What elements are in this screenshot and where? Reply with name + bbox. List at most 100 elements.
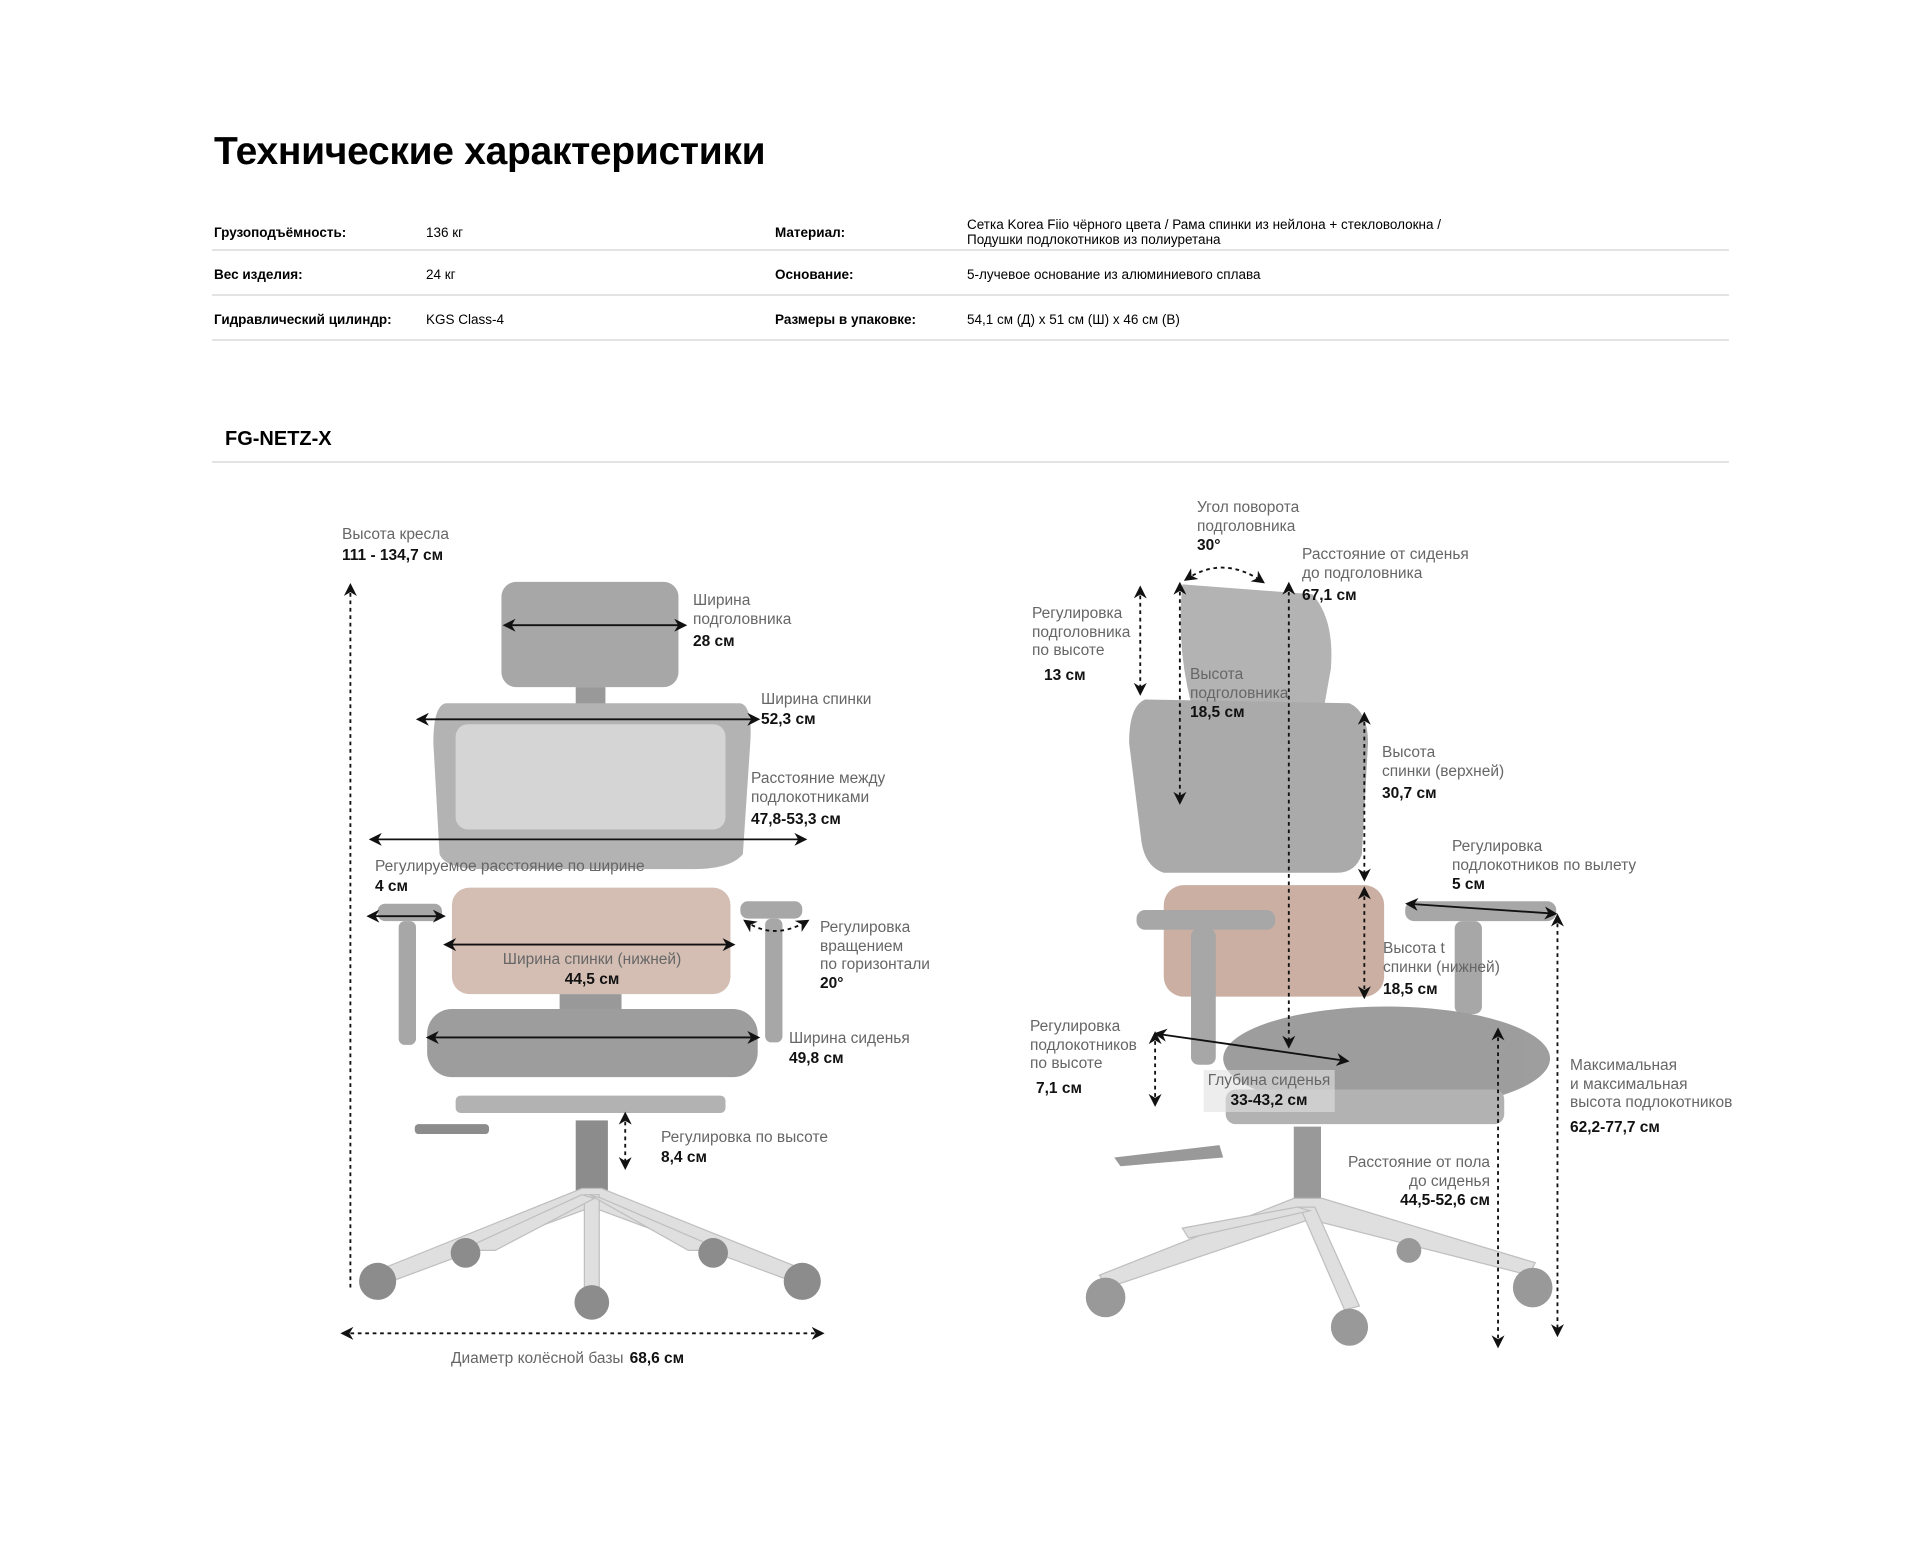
side-chair-illustration [1085,584,1557,1346]
spec-value: 136 кг [426,225,464,240]
label-value: 30,7 см [1382,785,1437,802]
spec-value: Сетка Korea Fiio чёрного цвета / Рама сп… [967,217,1441,247]
spec-value: KGS Class-4 [426,312,505,327]
label-value: 49,8 см [789,1049,844,1067]
label-value: 111 - 134,7 см [342,546,444,564]
rotation-arrow [743,919,810,933]
headrest-angle-arrow [1183,566,1265,584]
base-star [380,1187,804,1289]
near-armrest-post [1191,928,1216,1065]
specs-table: Грузоподъёмность: 136 кг Материал: Сетка… [212,212,1729,341]
spec-key: Грузоподъёмность: [214,225,347,240]
label-value: 18,5 см [1190,704,1245,721]
label-value: 28 см [693,633,735,650]
far-armrest-post [1454,921,1482,1014]
near-armrest-pad [1136,909,1276,930]
lever [1114,1145,1224,1167]
label-text: Регулировка по высоте [661,1129,829,1146]
back-mount [559,994,622,1013]
label-text: Регулировка [1452,838,1543,855]
spec-row: Грузоподъёмность: 136 кг Материал: Сетка… [212,212,1729,251]
label-text: Расстояние между [751,770,886,787]
label-text: высота подлокотников [1570,1094,1733,1111]
label-text: Регулировка [820,919,911,936]
label-text: до сиденья [1408,1172,1490,1190]
label-text: спинки (нижней) [1383,958,1500,976]
gas-cylinder [575,1120,608,1201]
label-text: Высота кресла [342,526,449,543]
label-value: 4 см [375,877,409,895]
armrest-depth-arrow [1405,897,1558,920]
label-value: 68,6 см [629,1350,685,1367]
label-text: подлокотниками [751,788,870,806]
seat-mechanism [455,1095,726,1113]
spec-key: Материал: [775,225,846,240]
left-armrest-pad [377,903,443,922]
label-text: подголовника [1190,684,1289,702]
label-value: 44,5-52,6 см [1400,1192,1490,1209]
label-text: подголовника [1197,517,1296,535]
right-armrest-post [765,918,783,1043]
label-text: Регулировка [1032,605,1123,622]
label-text: по высоте [1032,642,1105,659]
spec-key: Размеры в упаковке: [775,312,916,327]
gas-cylinder [1293,1126,1322,1208]
left-armrest-post [398,921,417,1045]
label-text: Ширина спинки (нижней) [502,951,682,968]
spec-value-line: Подушки подлокотников из полиуретана [967,232,1221,247]
label-text: Диаметр колёсной базы [451,1350,624,1367]
front-dimension-arrows [340,582,825,1340]
label-text: Глубина сиденья [1207,1072,1331,1089]
label-text: Высота [1382,744,1436,761]
seat-depth-label: Глубина сиденья 33-43,2 см [1203,1070,1335,1112]
spec-row: Гидравлический цилиндр: KGS Class-4 Разм… [212,296,1729,341]
seat-depth-arrow [1153,1028,1350,1066]
right-armrest-pad [740,901,803,919]
label-value: 44,5 см [564,970,620,988]
spec-row: Вес изделия: 24 кг Основание: 5-лучевое … [212,251,1729,296]
label-value: 62,2-77,7 см [1570,1118,1660,1136]
label-value: 7,1 см [1036,1079,1082,1097]
label-text: Угол поворота [1197,499,1300,516]
divider [212,461,1729,463]
spec-value: 5-лучевое основание из алюминиевого спла… [967,267,1261,282]
label-value: 47,8-53,3 см [751,811,841,828]
wheels [359,1238,821,1320]
label-text: по горизонтали [820,956,930,973]
spec-key: Гидравлический цилиндр: [214,312,392,327]
label-text: Ширина сиденья [789,1030,910,1047]
label-value: 18,5 см [1383,981,1438,998]
label-text: Высота t [1383,940,1445,957]
lower-back-width-label: Ширина спинки (нижней) 44,5 см [503,951,682,989]
chair-height-label: Высота кресла 111 - 134,7 см [342,526,449,565]
label-value: 67,1 см [1302,587,1357,604]
label-value: 33-43,2 см [1230,1091,1308,1109]
label-text: подголовника [693,610,792,628]
label-text: до подголовника [1302,564,1423,582]
label-text: Высота [1190,666,1244,683]
label-text: спинки (верхней) [1382,762,1505,780]
label-value: 30° [1197,537,1221,554]
label-text: подлокотников по вылету [1452,856,1637,874]
label-text: вращением [820,937,904,955]
label-value: 13 см [1044,666,1086,684]
backrest [1129,699,1369,873]
label-value: 20° [820,974,844,992]
label-text: и максимальная [1570,1075,1688,1093]
label-text: подголовника [1032,623,1131,641]
label-text: по высоте [1030,1055,1103,1072]
